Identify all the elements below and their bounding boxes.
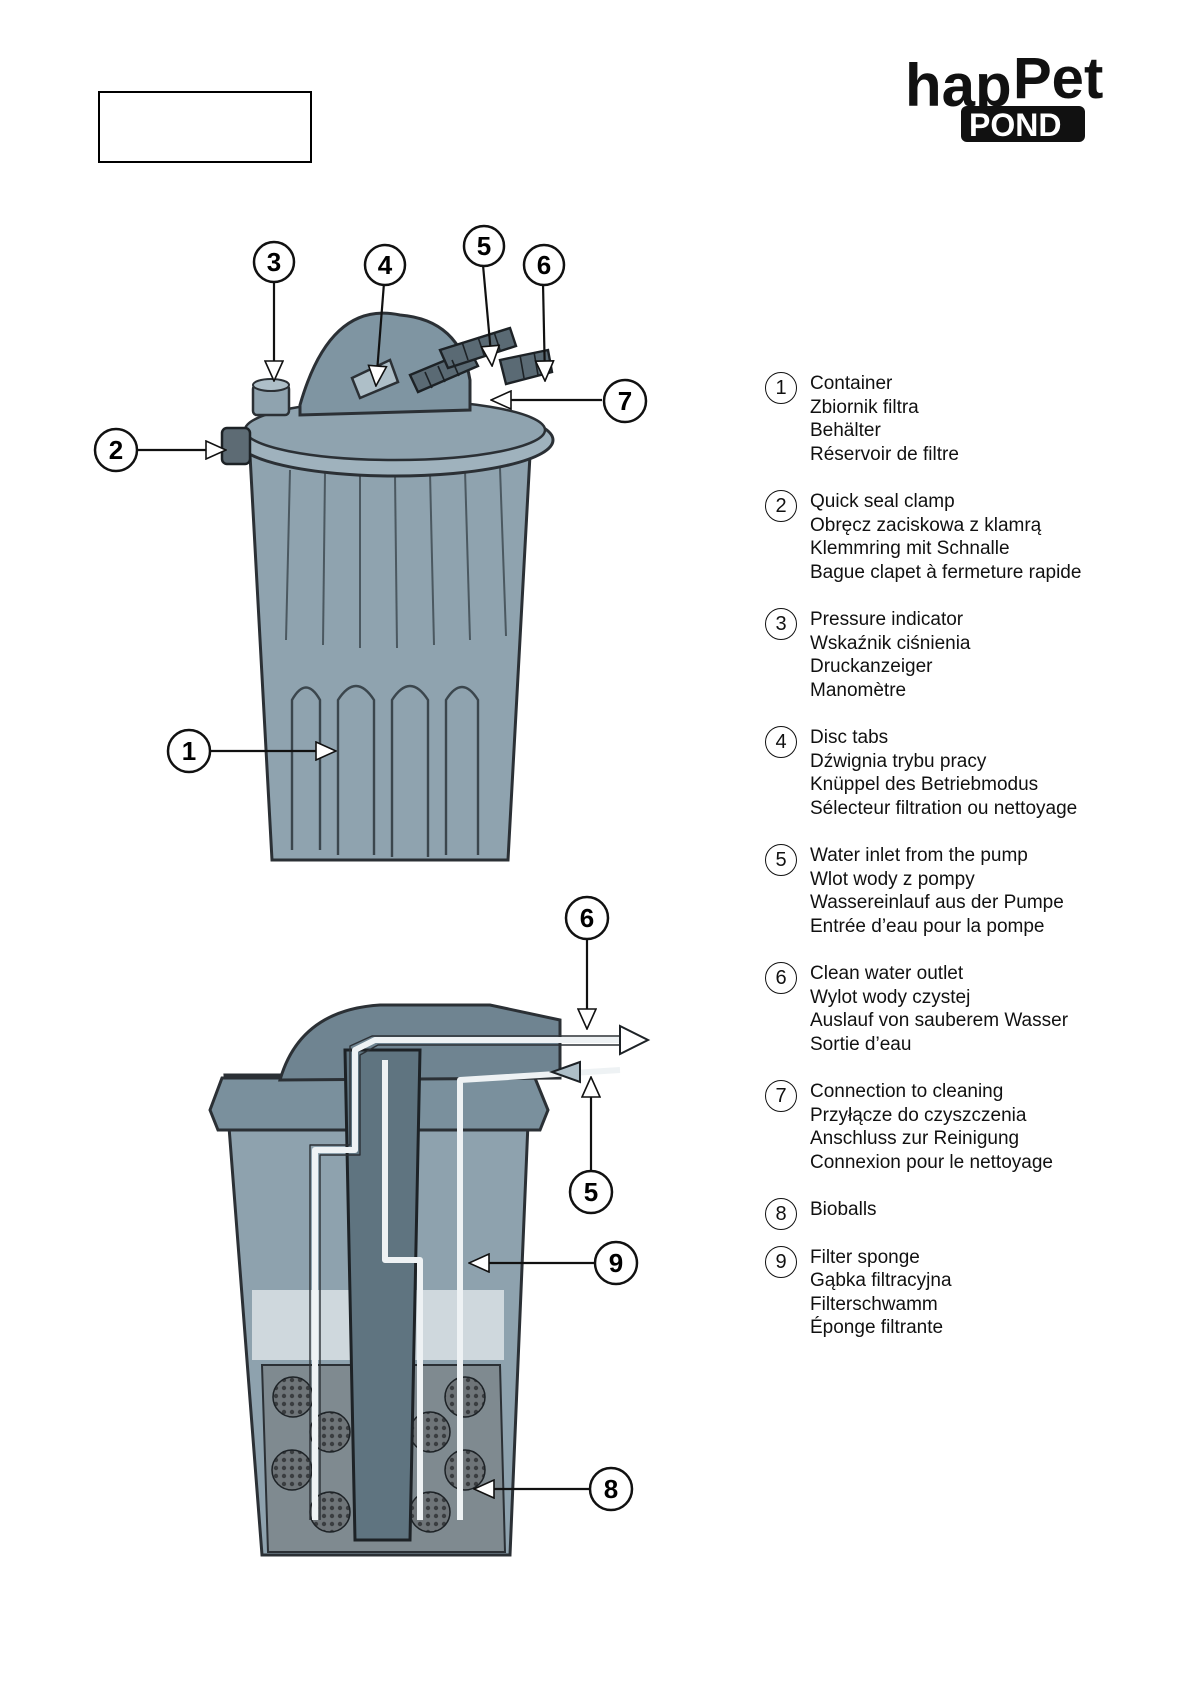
legend-line: Behälter bbox=[810, 420, 881, 441]
legend-number-circle: 7 bbox=[765, 1080, 797, 1112]
legend-number-circle: 3 bbox=[765, 608, 797, 640]
legend-line: Disc tabs bbox=[810, 727, 889, 748]
legend-line: Connection to cleaning bbox=[810, 1081, 1004, 1102]
legend-line: Zbiornik filtra bbox=[810, 396, 919, 418]
legend-number-circle: 5 bbox=[765, 844, 797, 876]
legend-line: Wylot wody czystej bbox=[810, 986, 971, 1008]
legend-line: Klemmring mit Schnalle bbox=[810, 538, 1010, 559]
logo-pet-text: Pet bbox=[1013, 46, 1103, 111]
legend-number-circle: 9 bbox=[765, 1245, 797, 1278]
callout-8: 8 bbox=[588, 1466, 634, 1512]
legend-line: Sortie d’eau bbox=[810, 1033, 912, 1055]
legend-line: Wlot wody z pompy bbox=[810, 868, 975, 890]
legend-line: Obręcz zaciskowa z klamrą bbox=[810, 514, 1042, 536]
connector-inlet bbox=[438, 326, 518, 370]
legend-line: Water inlet from the pump bbox=[810, 845, 1028, 866]
svg-text:9: 9 bbox=[609, 1248, 623, 1278]
callout-7: 7 bbox=[602, 378, 648, 424]
svg-text:7: 7 bbox=[618, 386, 632, 416]
legend-item-8: 8 Bioballs bbox=[765, 1198, 1175, 1230]
legend-line: Sélecteur filtration ou nettoyage bbox=[810, 797, 1078, 819]
outlet-flow-arrow bbox=[619, 1024, 651, 1056]
legend-number-circle: 1 bbox=[765, 372, 797, 404]
svg-text:6: 6 bbox=[580, 903, 594, 933]
callout-6-top: 6 bbox=[522, 243, 566, 287]
callout-markers: 3 4 5 6 7 2 1 6 5 9 8 bbox=[93, 224, 648, 1512]
svg-text:5: 5 bbox=[584, 1177, 598, 1207]
legend-line: Filterschwamm bbox=[810, 1293, 938, 1315]
legend-line: Manomètre bbox=[810, 679, 907, 701]
svg-text:1: 1 bbox=[182, 736, 196, 766]
legend-line: Quick seal clamp bbox=[810, 491, 955, 512]
legend-number-circle: 8 bbox=[765, 1198, 797, 1230]
inlet-flow-arrow bbox=[549, 1060, 581, 1084]
legend-line: Druckanzeiger bbox=[810, 656, 933, 677]
empty-label-box bbox=[98, 91, 312, 163]
legend-line: Réservoir de filtre bbox=[810, 443, 959, 465]
legend-line: Pressure indicator bbox=[810, 609, 964, 630]
legend-line: Éponge filtrante bbox=[810, 1317, 944, 1338]
legend-line: Entrée d’eau pour la pompe bbox=[810, 915, 1045, 937]
callout-5-top: 5 bbox=[462, 224, 506, 268]
legend-line: Bague clapet à fermeture rapide bbox=[810, 561, 1082, 583]
svg-text:8: 8 bbox=[604, 1474, 618, 1504]
legend-line: Przyłącze do czyszczenia bbox=[810, 1104, 1027, 1126]
legend-line: Gąbka filtracyjna bbox=[810, 1270, 952, 1291]
logo-pond-badge bbox=[961, 106, 1085, 142]
svg-text:2: 2 bbox=[109, 435, 123, 465]
callout-9: 9 bbox=[593, 1240, 639, 1286]
legend-line: Dźwignia trybu pracy bbox=[810, 750, 987, 772]
legend-line: Container bbox=[810, 373, 893, 394]
legend-line: Knüppel des Betriebmodus bbox=[810, 774, 1039, 795]
legend-number-circle: 2 bbox=[765, 490, 797, 522]
logo-pond-text: POND bbox=[969, 107, 1061, 143]
legend-line: Anschluss zur Reinigung bbox=[810, 1128, 1020, 1149]
top-filter-illustration bbox=[220, 311, 555, 862]
legend-number-circle: 4 bbox=[765, 726, 797, 758]
quick-seal-clamp bbox=[220, 426, 252, 466]
callout-4: 4 bbox=[363, 243, 407, 287]
legend-line: Auslauf von sauberem Wasser bbox=[810, 1010, 1069, 1031]
legend-number-circle: 6 bbox=[765, 962, 797, 994]
bottom-filter-illustration bbox=[208, 1003, 651, 1557]
legend-line: Clean water outlet bbox=[810, 963, 964, 984]
callout-3: 3 bbox=[252, 240, 296, 284]
svg-text:6: 6 bbox=[537, 250, 551, 280]
legend-line: Wskaźnik ciśnienia bbox=[810, 632, 971, 654]
legend-line: Filter sponge bbox=[810, 1246, 920, 1268]
legend-line: Connexion pour le nettoyage bbox=[810, 1151, 1053, 1173]
svg-text:3: 3 bbox=[267, 247, 281, 277]
svg-text:4: 4 bbox=[378, 250, 393, 280]
happet-pond-logo: hap Pet POND bbox=[905, 46, 1103, 143]
legend-line: Bioballs bbox=[810, 1199, 877, 1220]
callout-5-bottom: 5 bbox=[568, 1169, 614, 1215]
svg-text:5: 5 bbox=[477, 231, 491, 261]
callout-6-bottom: 6 bbox=[564, 895, 610, 941]
callout-2: 2 bbox=[93, 427, 139, 473]
callout-1: 1 bbox=[166, 728, 212, 774]
legend-line: Wassereinlauf aus der Pumpe bbox=[810, 892, 1064, 913]
central-tube bbox=[343, 1048, 422, 1542]
